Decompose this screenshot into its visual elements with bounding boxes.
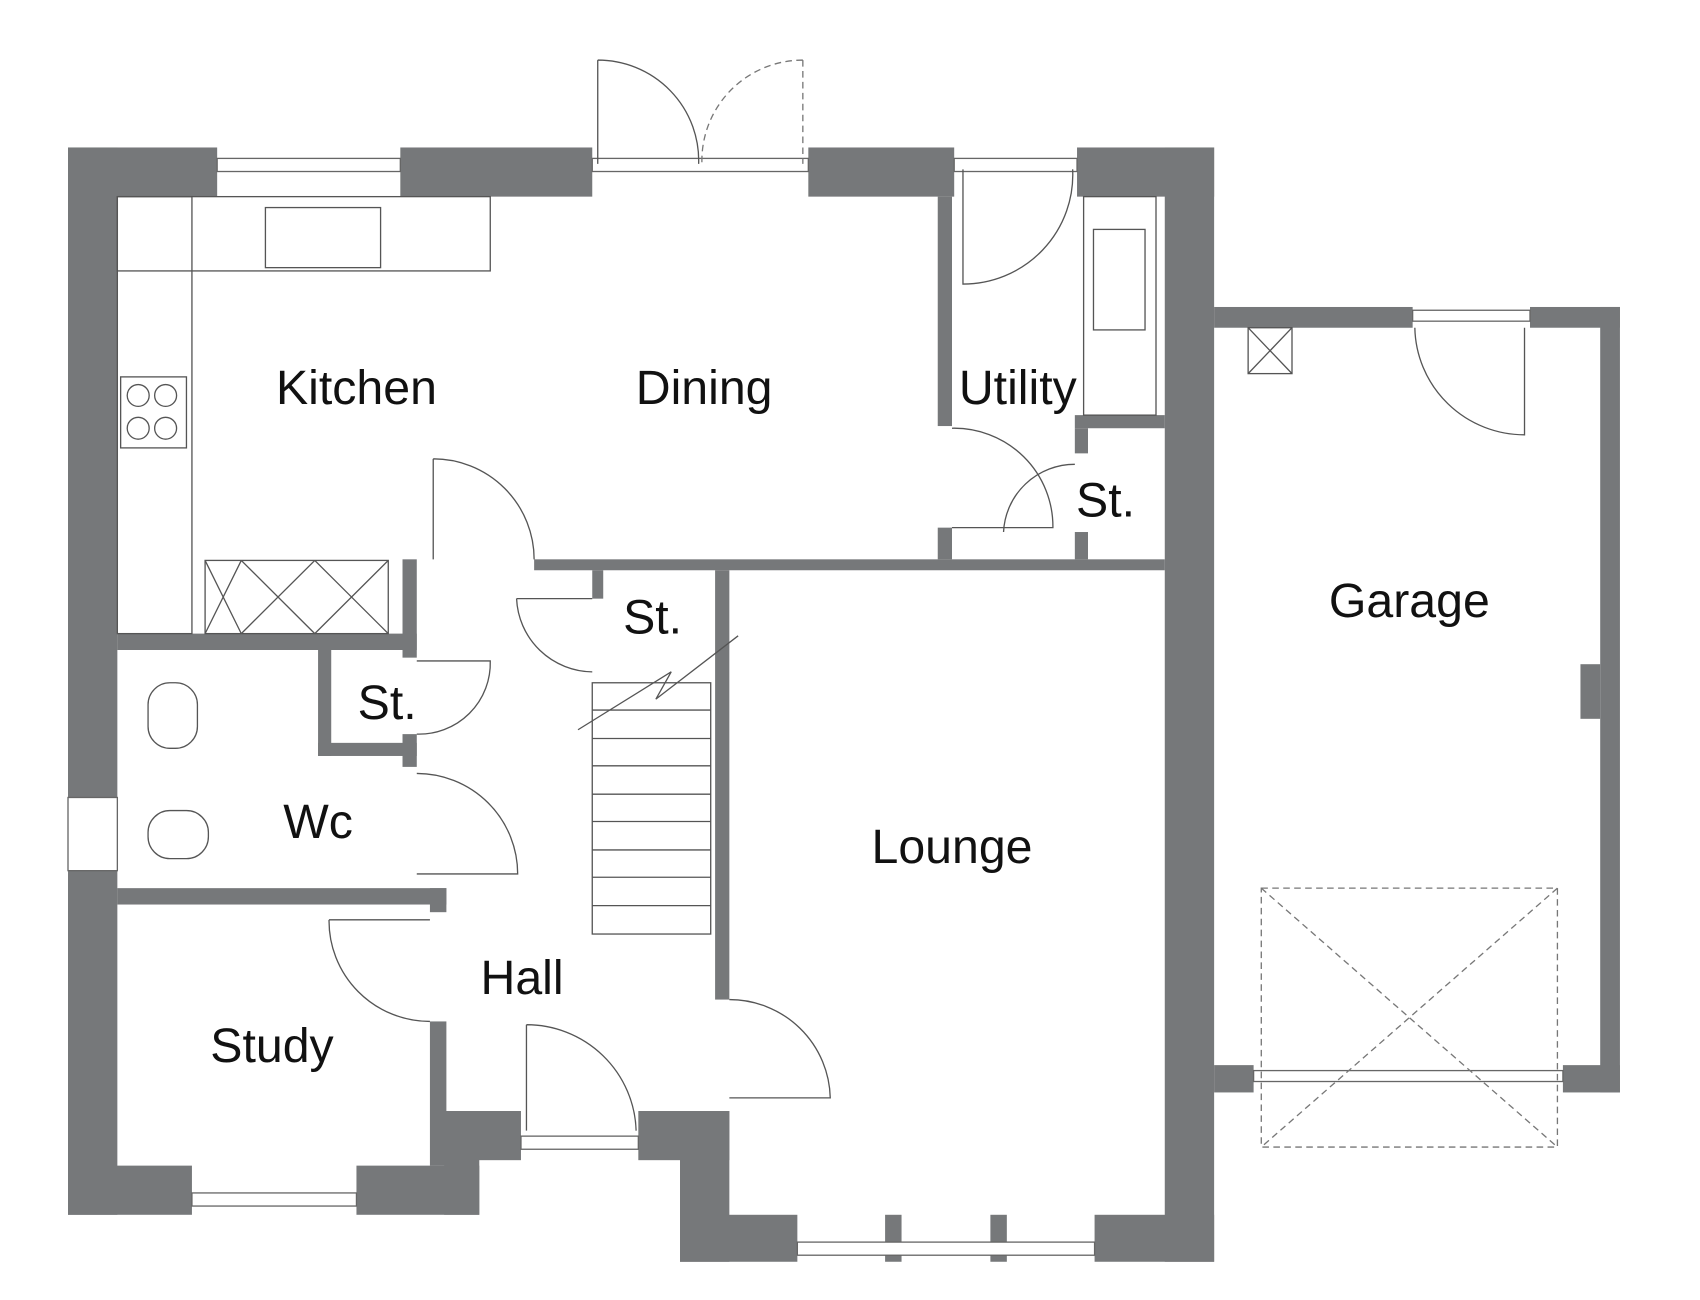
walls [68,147,1620,1262]
room-label-wc-store: St. [358,676,417,730]
room-labels: Kitchen Dining Utility St. Garage St. St… [210,361,1490,1073]
fixtures [116,195,1559,1148]
room-label-hall: Hall [480,951,563,1005]
room-label-hall-store: St. [623,591,682,645]
room-label-kitchen: Kitchen [276,361,437,415]
room-label-wc: Wc [283,795,353,849]
room-label-garage: Garage [1329,574,1490,628]
room-label-utility: Utility [959,361,1077,415]
room-label-lounge: Lounge [871,820,1032,874]
windows [67,157,1564,1256]
room-label-study: Study [210,1019,333,1073]
doors [328,59,1526,1131]
room-label-utility-store: St. [1076,474,1135,528]
room-label-dining: Dining [636,361,773,415]
